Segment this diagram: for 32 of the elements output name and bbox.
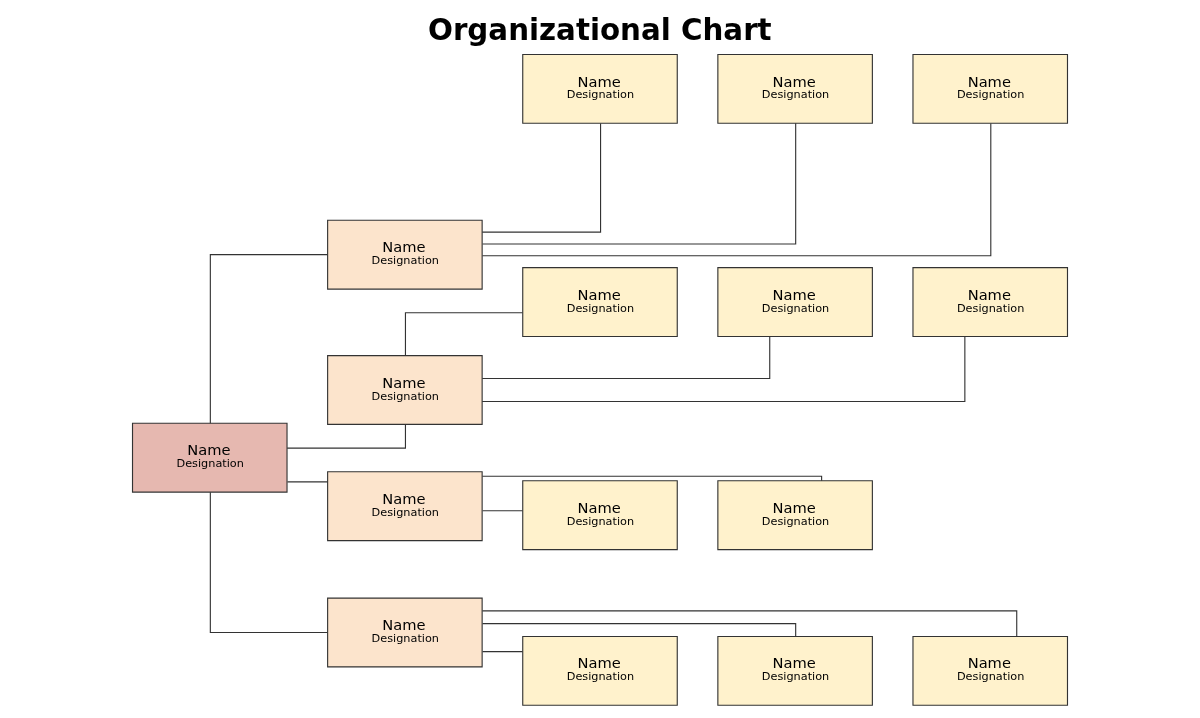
node-box: Name Designation: [522, 267, 678, 337]
connector: [209, 491, 328, 634]
node-box: Name Designation: [717, 53, 873, 124]
node-box: Name Designation: [717, 267, 873, 337]
node-box: Name Designation: [912, 53, 1069, 124]
node-box: Name Designation: [522, 480, 678, 551]
connector: [286, 481, 329, 483]
connector: [481, 336, 771, 380]
connector: [482, 623, 797, 637]
connector: [482, 651, 524, 653]
node-box: Name Designation: [912, 635, 1069, 706]
connector: [482, 122, 797, 245]
node-box: Name Designation: [912, 267, 1069, 337]
node-box: Name Designation: [327, 471, 483, 542]
node-box: Name Designation: [327, 355, 483, 425]
connector: [481, 336, 966, 403]
node-box: Name Designation: [327, 219, 483, 290]
connector: [286, 423, 406, 449]
node-box: Name Designation: [522, 635, 678, 706]
node-box: Name Designation: [522, 53, 678, 124]
connector: [481, 123, 602, 233]
connector: [209, 254, 328, 424]
connector: [482, 510, 524, 512]
node-box: Name Designation: [717, 480, 873, 551]
node-box: Name Designation: [131, 422, 288, 493]
connector: [481, 122, 992, 257]
node-box: Name Designation: [717, 635, 873, 706]
connector: [481, 610, 1018, 637]
connector: [404, 312, 524, 357]
node-box: Name Designation: [327, 597, 483, 668]
diagram-title: Organizational Chart: [428, 12, 772, 47]
connector: [481, 475, 823, 482]
